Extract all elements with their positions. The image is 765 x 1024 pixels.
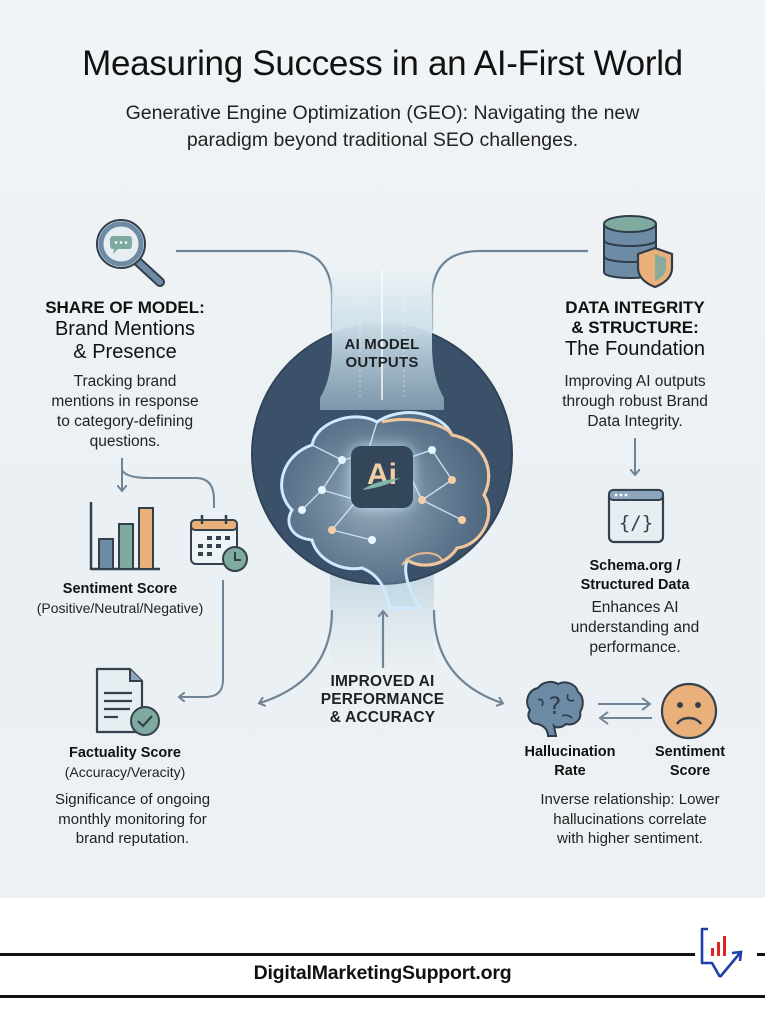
code-window-icon: {/} [607, 488, 665, 544]
chart-chat-logo-icon [700, 927, 743, 978]
improved-performance-label: IMPROVED AI PERFORMANCE & ACCURACY [320, 673, 445, 726]
ai-badge: Ai [351, 446, 413, 508]
calendar-clock-icon [190, 515, 248, 572]
bidirectional-arrows [598, 697, 652, 725]
bar-chart-icon [89, 502, 160, 571]
database-shield-icon [603, 215, 674, 288]
brain-question-icon: ? [526, 680, 584, 737]
footer [0, 898, 765, 1024]
data-integrity-heading: DATA INTEGRITY & STRUCTURE: The Foundati… [564, 298, 706, 360]
data-integrity-description: Improving AI outputs through robust Bran… [562, 373, 708, 430]
factuality-score-block: Factuality Score (Accuracy/Veracity) [64, 745, 186, 780]
page-title: Measuring Success in an AI-First World [82, 44, 683, 83]
ai-model-outputs-label: AI MODEL OUTPUTS [344, 336, 420, 371]
sentiment-score-label: Sentiment Score [654, 744, 726, 779]
footer-site-link[interactable]: DigitalMarketingSupport.org [253, 962, 512, 984]
performance-arrows [240, 600, 520, 720]
sad-face-icon [660, 682, 718, 740]
document-check-icon [95, 667, 160, 736]
page-subtitle: Generative Engine Optimization (GEO): Na… [125, 102, 640, 151]
svg-text:{/}: {/} [619, 512, 653, 534]
svg-text:?: ? [549, 692, 562, 720]
footer-divider-top-tail [757, 953, 765, 956]
schema-title: Schema.org / Structured Data [580, 558, 690, 593]
output-beam [320, 250, 444, 410]
hallucination-rate-label: Hallucination Rate [524, 744, 616, 779]
factuality-description: Significance of ongoing monthly monitori… [54, 791, 211, 847]
sentiment-score-block: Sentiment Score (Positive/Neutral/Negati… [36, 581, 204, 616]
magnifier-chat-icon [96, 219, 165, 287]
footer-divider-bottom [0, 995, 765, 998]
schema-description: Enhances AI understanding and performanc… [570, 599, 700, 656]
share-of-model-heading: SHARE OF MODEL: Brand Mentions & Presenc… [45, 298, 205, 363]
footer-divider-top [0, 953, 695, 956]
inverse-relationship-description: Inverse relationship: Lower hallucinatio… [540, 791, 720, 847]
swoosh-icon [362, 478, 400, 490]
share-of-model-description: Tracking brand mentions in response to c… [51, 373, 199, 450]
